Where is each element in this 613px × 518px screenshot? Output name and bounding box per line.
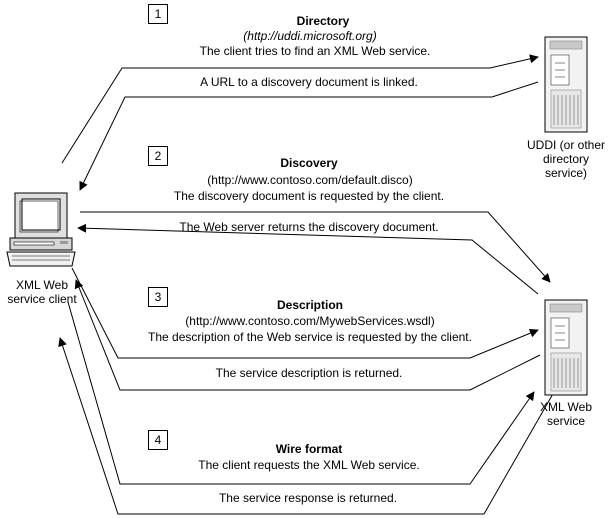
step-2-response: The Web server returns the discovery doc… — [179, 220, 439, 234]
arrow-directory-request — [61, 54, 539, 164]
uddi-label: UDDI (or other directory service) — [520, 138, 612, 180]
step-3-url: (http://www.contoso.com/MywebServices.ws… — [185, 314, 435, 328]
client-label-line-2: service client — [7, 292, 77, 306]
uddi-label-line-3: service) — [544, 166, 587, 180]
uddi-label-line-2: directory — [542, 152, 589, 166]
step-1-title: Directory — [296, 14, 350, 28]
uddi-label-line-1: UDDI (or other — [526, 138, 606, 152]
step-2-title: Discovery — [280, 156, 338, 170]
service-label-line-1: XML Web — [539, 400, 593, 414]
arrow-discovery-request — [80, 211, 551, 283]
step-4-request: The client requests the XML Web service. — [198, 458, 420, 472]
arrow-wire-response — [58, 337, 555, 515]
step-number-2: 2 — [148, 146, 168, 166]
client-label: XML Web service client — [0, 278, 84, 306]
arrow-description-request — [71, 267, 539, 359]
step-number-1: 1 — [148, 4, 168, 24]
step-1-url: (http://uddi.microsoft.org) — [243, 29, 377, 43]
client-label-line-1: XML Web — [15, 278, 69, 292]
arrow-directory-response — [79, 81, 539, 191]
web-service-server-icon — [544, 299, 588, 396]
step-3-title: Description — [276, 298, 344, 312]
service-label: XML Web service — [526, 400, 606, 428]
step-number-4: 4 — [148, 430, 168, 450]
arrow-description-response — [74, 279, 541, 391]
step-4-response: The service response is returned. — [218, 491, 398, 505]
client-computer-icon — [6, 192, 76, 267]
step-2-request: The discovery document is requested by t… — [173, 189, 445, 203]
uddi-server-icon — [544, 36, 588, 133]
step-3-response: The service description is returned. — [215, 366, 403, 380]
service-label-line-2: service — [546, 414, 585, 428]
arrow-wire-request — [67, 301, 535, 485]
step-3-request: The description of the Web service is re… — [148, 330, 472, 344]
step-1-request: The client tries to find an XML Web serv… — [199, 44, 431, 58]
step-4-title: Wire format — [275, 442, 343, 456]
step-2-url: (http://www.contoso.com/default.disco) — [207, 173, 413, 187]
arrow-discovery-response — [77, 223, 539, 295]
step-number-3: 3 — [148, 287, 168, 307]
step-1-response: A URL to a discovery document is linked. — [200, 75, 418, 89]
